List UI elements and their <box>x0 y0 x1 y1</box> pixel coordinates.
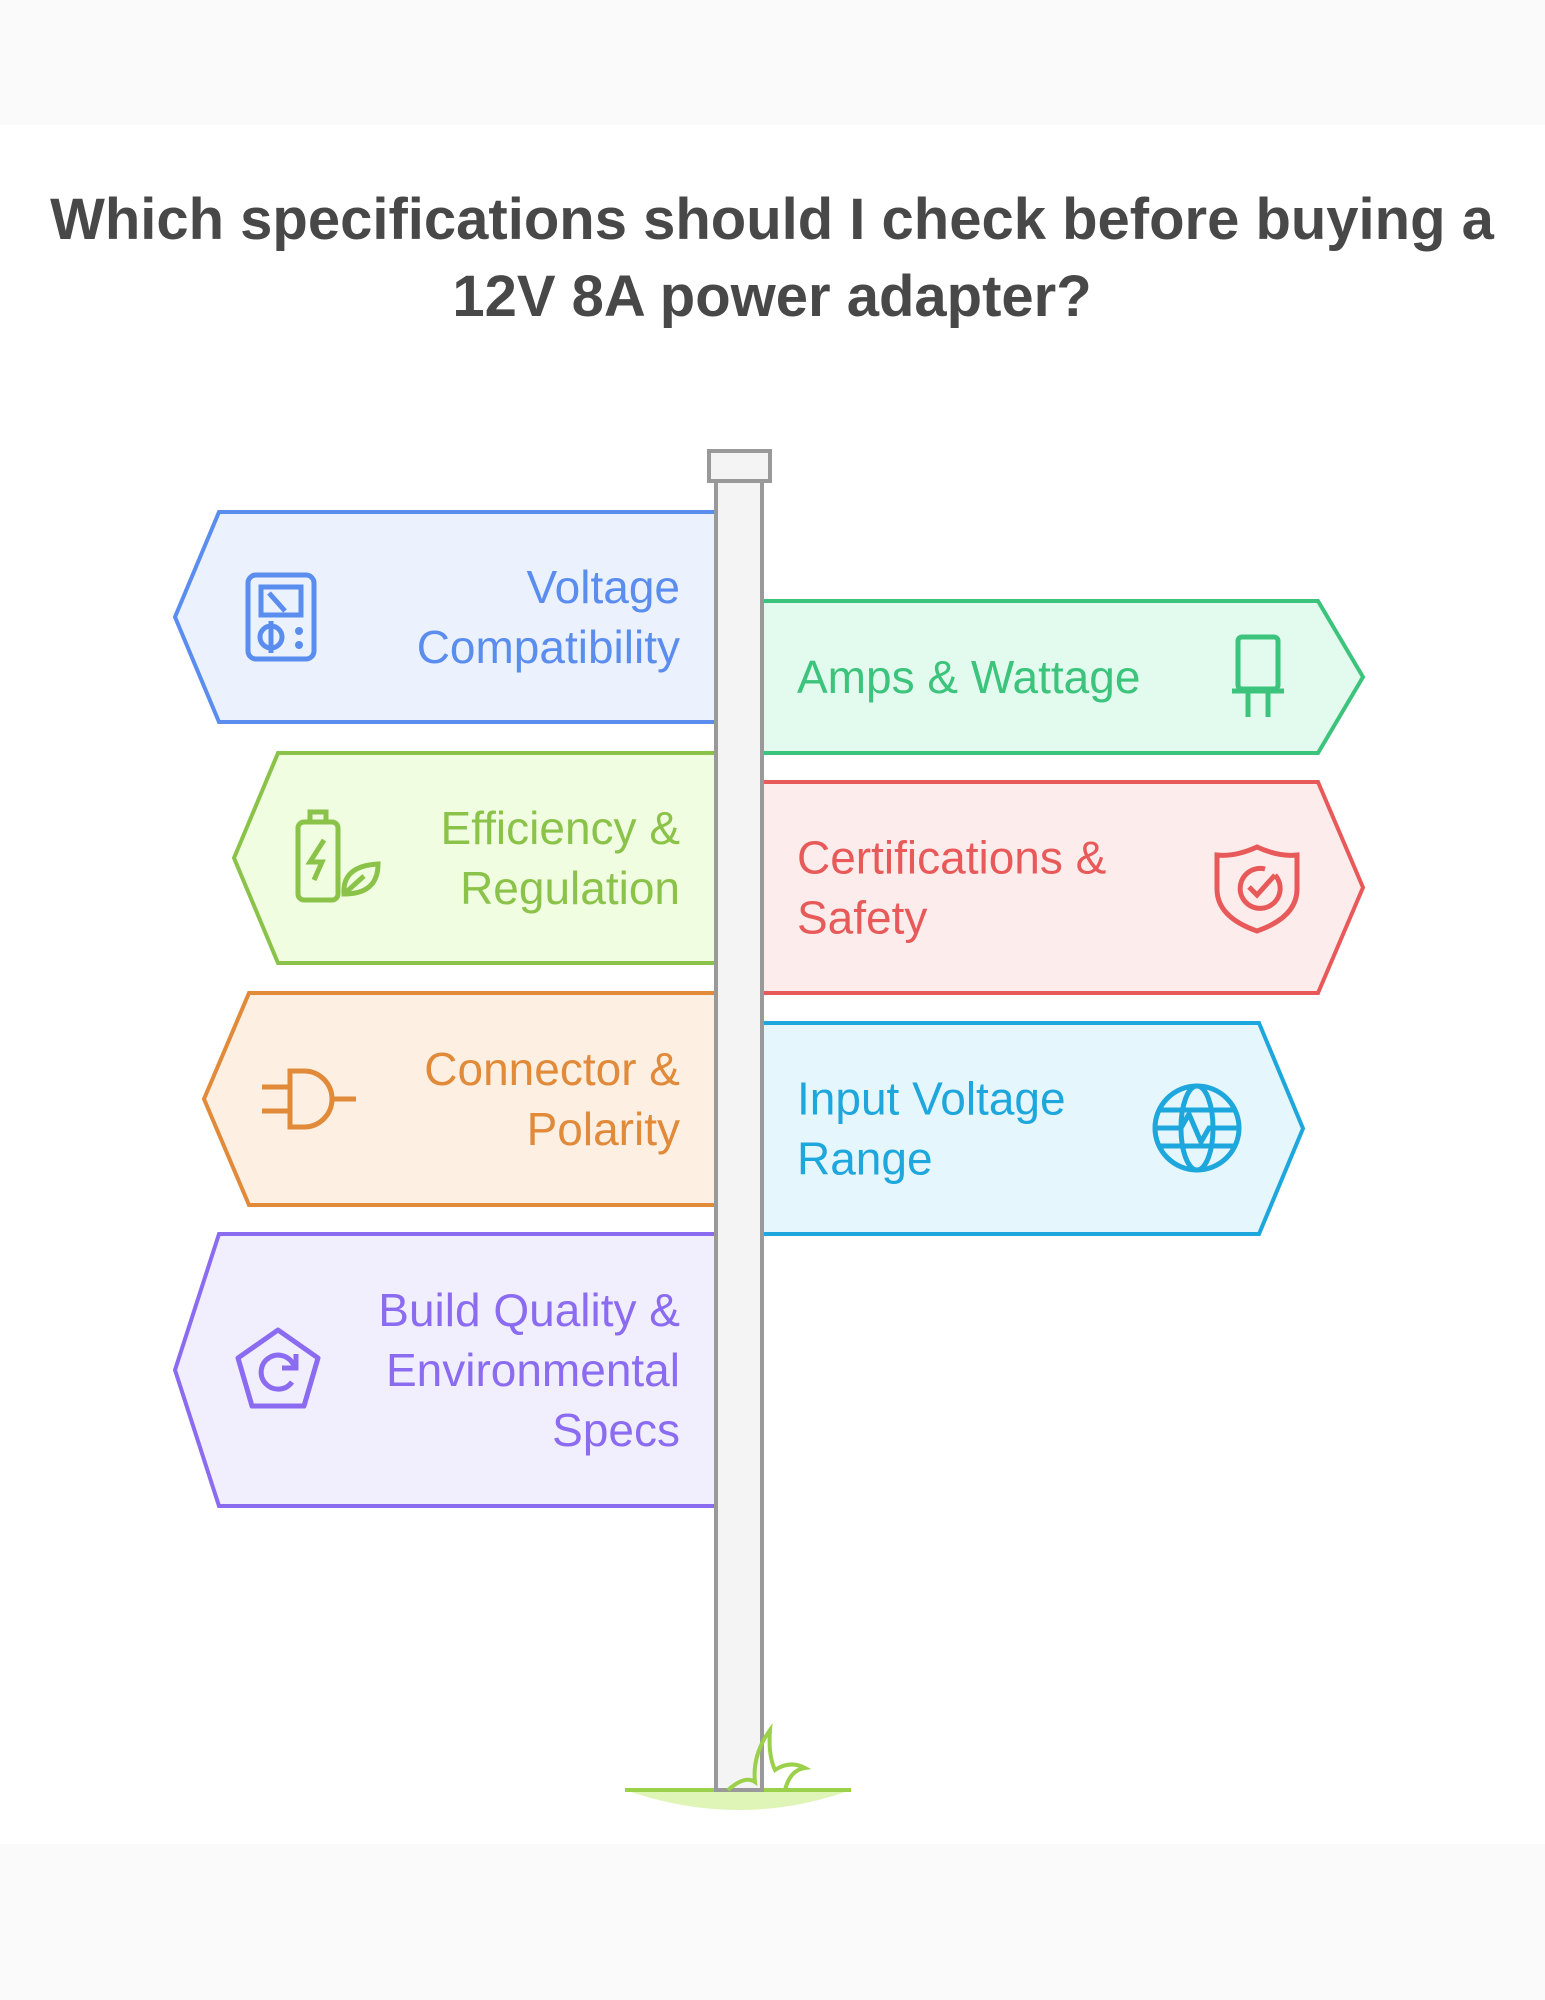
shield-check-icon <box>1214 844 1300 934</box>
sign-board <box>231 751 718 965</box>
sign-board <box>201 991 718 1207</box>
sign-label-line: Polarity <box>527 1103 680 1155</box>
plug-icon <box>1232 634 1284 717</box>
pole-cap <box>707 449 772 483</box>
title-line-1: Which specifications should I check befo… <box>50 187 1495 252</box>
sign-efficiency-regulation: Efficiency & Regulation <box>231 751 718 965</box>
globe-pulse-icon <box>1152 1083 1242 1173</box>
sign-label-line: Amps & Wattage <box>797 651 1140 703</box>
sign-label-line: Voltage <box>527 561 680 613</box>
sign-label-line: Environmental <box>386 1344 680 1396</box>
sign-board <box>172 510 718 724</box>
title-line-2: 12V 8A power adapter? <box>452 264 1091 329</box>
connector-icon <box>262 1068 356 1130</box>
sign-label-line: Build Quality & <box>378 1284 680 1336</box>
sign-label-line: Connector & <box>424 1043 680 1095</box>
sign-label-line: Regulation <box>460 862 680 914</box>
sign-label-line: Range <box>797 1133 933 1185</box>
sign-label-line: Specs <box>552 1404 680 1456</box>
sign-amps-wattage: Amps & Wattage <box>760 599 1366 755</box>
sign-certifications-safety: Certifications & Safety <box>760 780 1366 995</box>
sign-board <box>760 780 1366 995</box>
eco-battery-icon <box>295 809 381 903</box>
pentagon-refresh-icon <box>235 1327 321 1409</box>
sign-label-line: Certifications & <box>797 832 1106 884</box>
sign-label-line: Safety <box>797 892 927 944</box>
sign-label-line: Input Voltage <box>797 1073 1066 1125</box>
sign-label-line: Efficiency & <box>441 802 680 854</box>
multimeter-icon <box>245 572 317 662</box>
sign-connector-polarity: Connector & Polarity <box>201 991 718 1207</box>
ground <box>625 1790 851 1810</box>
sign-label-line: Compatibility <box>417 621 680 673</box>
grass-icon <box>726 1723 812 1792</box>
pole <box>714 478 764 1792</box>
